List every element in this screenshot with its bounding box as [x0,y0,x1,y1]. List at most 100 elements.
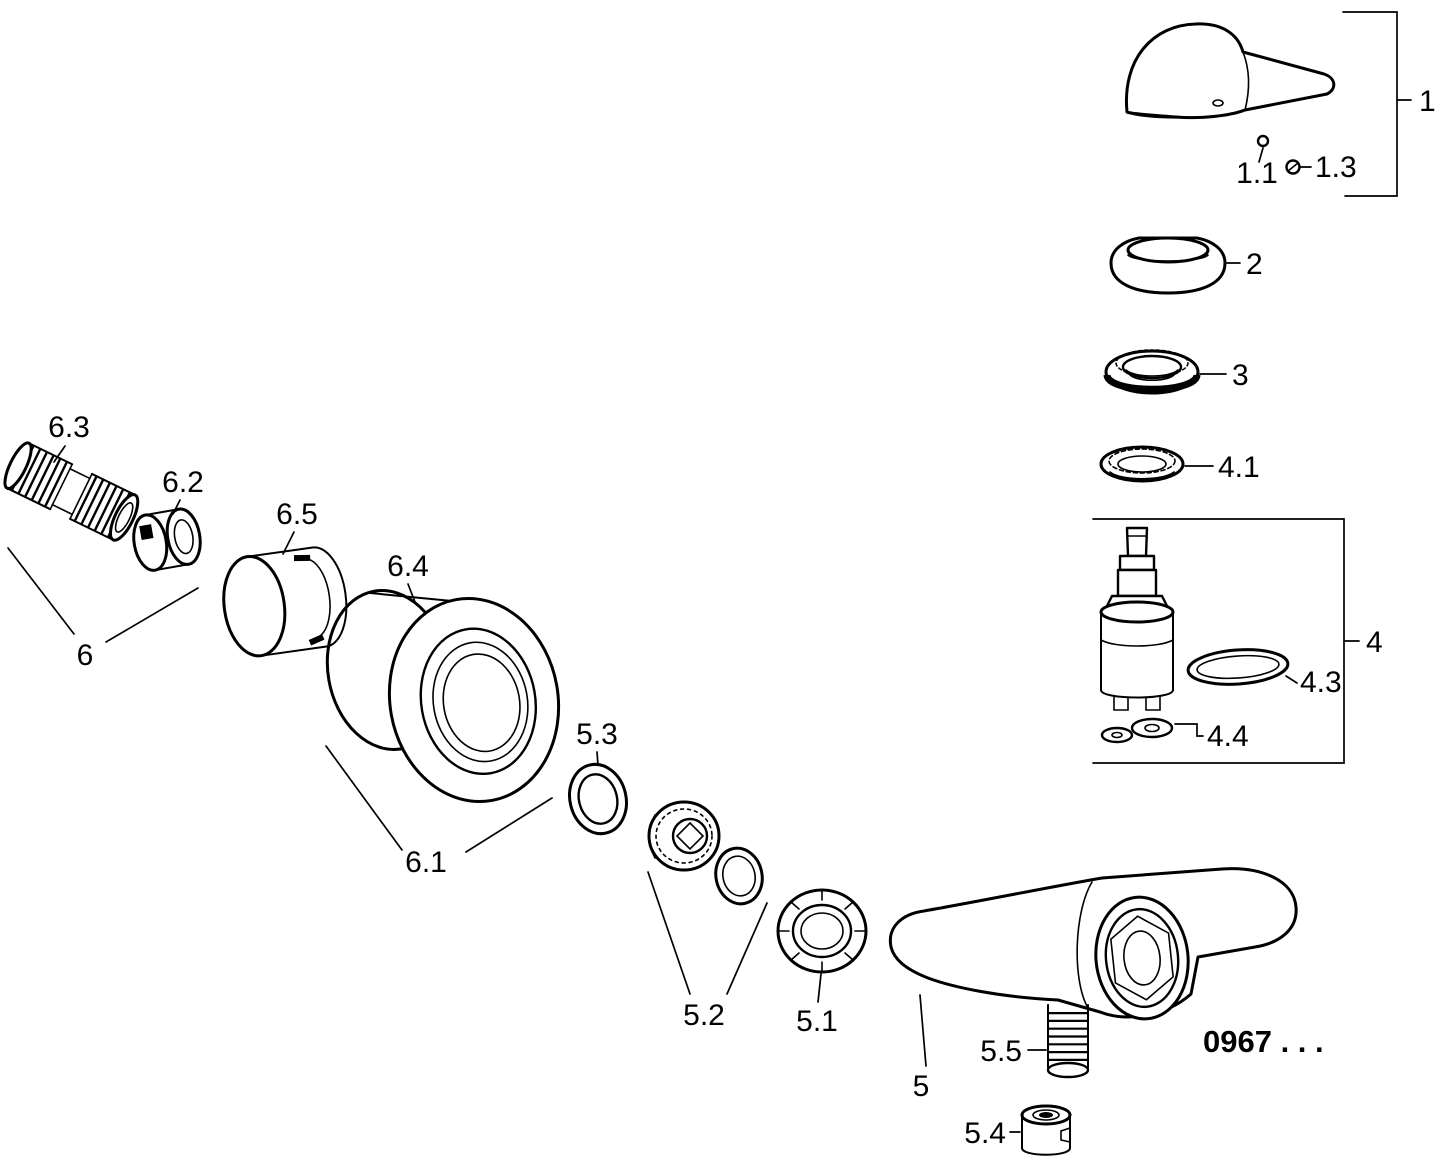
nut-3-thread2 [1129,374,1175,382]
bracket-6 [7,547,199,643]
part-6-2-adapter [132,507,202,572]
bracket-6-1-left [325,745,403,851]
part-5-1-nut [776,888,868,1003]
product-code: 0967 . . . [1203,1024,1324,1059]
handle-screw-hole [1212,99,1224,107]
part-5-4-insert [1009,1104,1072,1156]
nipple-top-1 [28,442,74,466]
insert-bottom [1021,1147,1071,1156]
cartridge-tab-right [1145,695,1161,711]
washer-small-inner [1111,731,1123,739]
screw-1-3-slot [1287,162,1299,172]
escutcheon-bore-thread2 [442,653,521,753]
leader-6-4 [407,583,416,603]
handle-base-curve [1126,109,1244,119]
callout-5-4: 5.4 [964,1117,1006,1150]
bracket-5-2-right [726,902,768,995]
nut-3-knurl [1115,349,1189,377]
o-ring-5-2-inner [722,855,756,897]
cartridge-tab-left [1113,695,1129,711]
callout-2: 2 [1246,248,1263,281]
washer-5-3-inner [577,773,619,825]
escutcheon-bore-outer [419,627,538,776]
nipple-threads-1 [10,444,69,508]
callout-6-2: 6.2 [162,466,204,499]
adapter-left-rim [132,513,169,572]
o-ring-4-3-outer [1186,648,1290,686]
ring-4-1-skirt [1109,471,1175,480]
valve-inner [671,817,709,855]
cartridge-collar [1118,554,1156,572]
callout-3: 3 [1232,359,1249,392]
callout-4-4: 4.4 [1207,720,1249,753]
opening-hex [1110,915,1174,1001]
nipple-bottom-1 [6,487,52,511]
sleeve-right-rim [311,546,348,648]
body-opening [1094,895,1190,1021]
nut-5-1-bore [800,912,844,950]
o-ring-4-3-inner [1196,654,1280,680]
part-3-mounting-nut [1103,349,1227,395]
o-ring-5-2-outer [714,846,764,906]
part-4-1-serrated-ring [1099,445,1214,483]
nipple-right-end [109,493,140,542]
bracket-1-line [1342,11,1398,197]
callout-5-2: 5.2 [683,999,725,1032]
callout-1-1: 1.1 [1236,157,1278,190]
part-5-5-outlet [1046,1004,1090,1079]
part-1-lever-handle [1124,22,1336,120]
callout-5-5: 5.5 [980,1035,1022,1068]
leader-4-3 [1285,675,1298,684]
nut-3-bore [1121,354,1183,380]
callout-6-1: 6.1 [405,846,447,879]
part-5-2-o-ring [714,846,764,906]
callout-6-5: 6.5 [276,498,318,531]
sleeve-slot-bottom [308,634,325,646]
washer-large-outer [1130,717,1174,739]
part-4-3-o-ring [1186,648,1290,686]
nipple-collar-bottom [51,503,74,516]
nipple-right-bore [114,502,134,533]
escutcheon-front-disc [387,596,561,804]
adapter-right-bore [173,519,194,555]
bracket-6-left [7,547,75,635]
callout-1-3: 1.3 [1315,151,1357,184]
bracket-6-1 [325,745,553,853]
leader-4-4 [1174,723,1204,737]
callout-6-3: 6.3 [48,411,90,444]
cap-ring-opening [1126,236,1210,264]
leader-6-3 [53,445,66,463]
bracket-5-2-left [647,871,691,995]
part-5-3-washer [568,762,628,836]
handle-body [1124,22,1336,120]
callout-4: 4 [1366,626,1383,659]
opening-rim-inner [1104,907,1180,1009]
insert-top-hole [1039,1112,1053,1118]
valve-knurl [655,808,713,864]
cartridge-spline-frame [1116,568,1158,598]
part-5-2-check-valve [647,800,721,872]
leader-1-1 [1258,147,1264,163]
nut-3-thread1 [1125,369,1179,377]
part-5-faucet-body [888,867,1298,1079]
sleeve-left-rim [222,554,287,658]
escutcheon-top-edge [369,592,453,602]
nipple-left-end [3,441,33,490]
part-6-3-nipple [3,441,140,542]
nipple-top-2 [90,472,137,496]
leader-6-5 [282,531,295,555]
sleeve-bottom [260,645,328,657]
cartridge-body-top [1099,600,1175,624]
escutcheon-bore-thread1 [432,641,529,763]
insert-notch [1060,1127,1071,1143]
cap-ring-inner-arc [1127,254,1209,262]
cartridge-bottom [1100,689,1174,699]
part-6-5-sleeve [222,546,348,658]
screw-1-1 [1256,134,1270,148]
callout-6-4: 6.4 [387,550,429,583]
handle-neck-line [1242,51,1250,111]
body-shoulder-arc [1076,881,1093,1009]
part-2-cap-ring [1109,236,1241,295]
adapter-right-rim [165,507,202,566]
sleeve-top [246,546,314,558]
